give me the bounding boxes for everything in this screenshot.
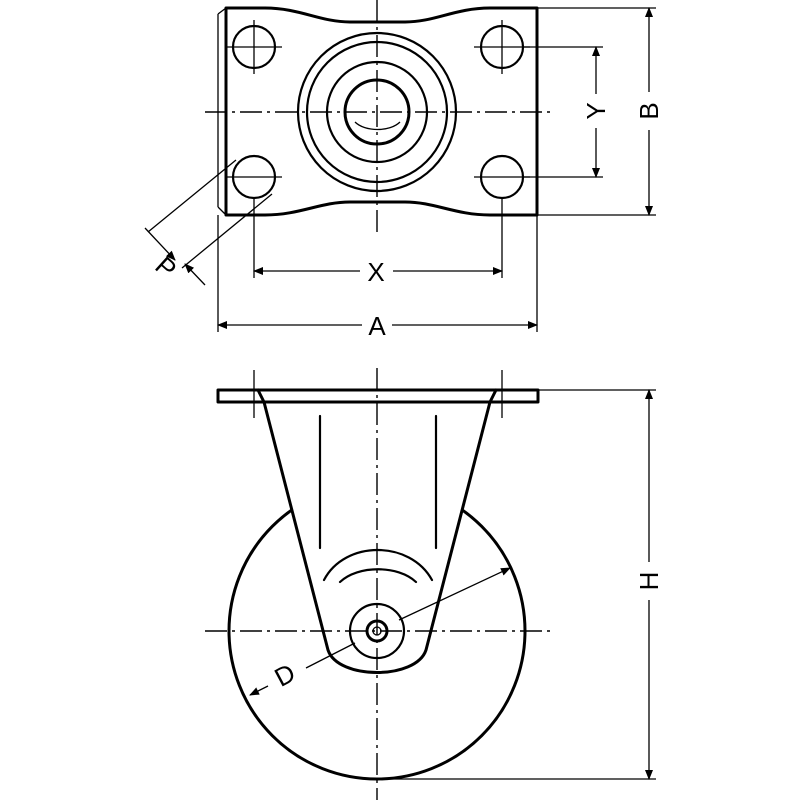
- dimension-h: H: [377, 389, 664, 780]
- side-view: D H: [205, 368, 664, 800]
- top-view: A X Y B: [144, 0, 664, 341]
- dimension-label-p: P: [150, 250, 183, 284]
- bolt-hole-crosshairs: [226, 20, 530, 178]
- dimension-b: B: [537, 7, 664, 216]
- dimension-label-b: B: [634, 102, 664, 119]
- dimension-p: P: [144, 159, 273, 286]
- dimension-x: X: [253, 198, 503, 287]
- dimension-y: Y: [523, 46, 611, 178]
- dimension-label-h: H: [634, 572, 664, 591]
- dimension-a: A: [217, 215, 538, 341]
- dimension-label-a: A: [368, 311, 386, 341]
- dimension-label-d: D: [269, 657, 300, 692]
- fork-arc-inner: [338, 568, 418, 584]
- dimension-label-y: Y: [581, 102, 611, 119]
- dimension-label-x: X: [367, 257, 384, 287]
